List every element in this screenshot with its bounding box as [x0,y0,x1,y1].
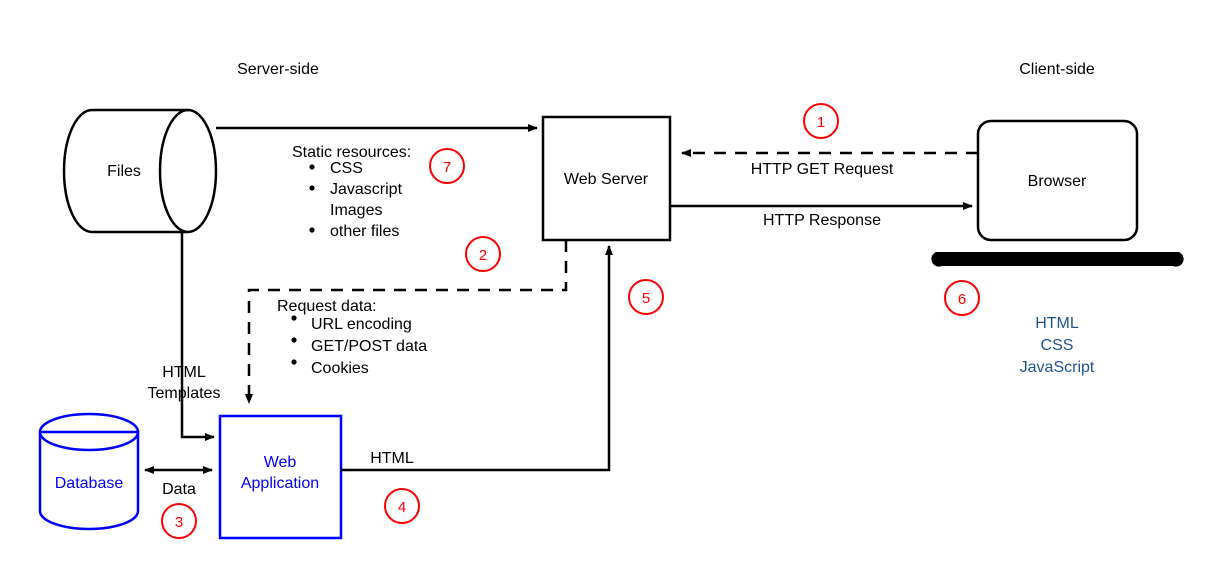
browser-label: Browser [1028,173,1087,190]
web-server-box[interactable] [541,115,672,242]
web-application-label-line2: Application [241,475,319,492]
client-stack-item-2: JavaScript [1020,359,1095,376]
html-templates-label-line2: Templates [148,385,221,402]
marker-2-circle[interactable] [465,236,501,272]
client-stack-item-1: CSS [1041,337,1074,354]
request-data-item-0: URL encoding [311,316,412,333]
marker-2-label: 2 [479,247,487,264]
database-node[interactable]: Database [38,412,140,531]
edge-html-templates [180,232,215,441]
client-stack-item-0: HTML [1035,315,1079,332]
server-side-title: Server-side [237,61,319,78]
request-data-item-1: GET/POST data [311,338,427,355]
marker-5-circle[interactable] [628,279,664,315]
static-resources-item-3: other files [330,223,399,240]
bullet-icon [291,337,297,343]
marker-7-label: 7 [443,159,451,176]
html-label: HTML [370,450,414,467]
html-templates-label-line1: HTML [162,364,206,381]
marker-3[interactable]: 3 [161,503,197,539]
web-server-label: Web Server [564,171,649,188]
marker-1[interactable]: 1 [803,103,839,139]
marker-5[interactable]: 5 [628,279,664,315]
marker-1-label: 1 [817,114,825,131]
marker-7[interactable]: 7 [429,148,465,184]
bullet-icon [309,227,315,233]
laptop-base-icon [931,252,1184,267]
database-label: Database [55,475,124,492]
static-resources-list: Static resources: CSS Javascript Images … [292,144,411,240]
web-application-box[interactable] [218,414,343,540]
static-resources-item-1: Javascript [330,181,403,198]
bullet-icon [309,185,315,191]
marker-5-label: 5 [642,290,650,307]
request-data-list: Request data: URL encoding GET/POST data… [277,298,427,377]
static-resources-item-0: CSS [330,160,363,177]
marker-3-label: 3 [175,514,183,531]
bullet-icon [309,164,315,170]
marker-4-label: 4 [398,499,406,516]
marker-1-circle[interactable] [803,103,839,139]
marker-6-label: 6 [958,291,966,308]
marker-4-circle[interactable] [384,488,420,524]
http-get-request-label: HTTP GET Request [751,161,894,178]
edge-request-data [245,240,568,404]
marker-6[interactable]: 6 [944,280,980,316]
web-server-node[interactable]: Web Server [541,115,672,242]
web-application-node[interactable]: Web Application [218,414,343,540]
request-data-title: Request data: [277,298,377,315]
files-node[interactable]: Files [62,108,218,234]
data-label: Data [162,481,196,498]
client-side-title: Client-side [1019,61,1095,78]
web-application-label-line1: Web [264,454,297,471]
static-resources-title: Static resources: [292,144,411,161]
http-response-label: HTTP Response [763,212,881,229]
marker-2[interactable]: 2 [465,236,501,272]
bullet-icon [291,359,297,365]
marker-3-circle[interactable] [161,503,197,539]
marker-7-circle[interactable] [429,148,465,184]
static-resources-item-2: Images [330,202,382,219]
browser-node[interactable]: Browser [931,119,1184,267]
marker-6-circle[interactable] [944,280,980,316]
edge-html-to-webserver [341,245,613,472]
marker-4[interactable]: 4 [384,488,420,524]
files-label: Files [107,163,141,180]
client-stack-labels: HTML CSS JavaScript [1020,315,1095,376]
bullet-icon [291,315,297,321]
browser-box[interactable] [976,119,1139,242]
request-data-item-2: Cookies [311,360,369,377]
